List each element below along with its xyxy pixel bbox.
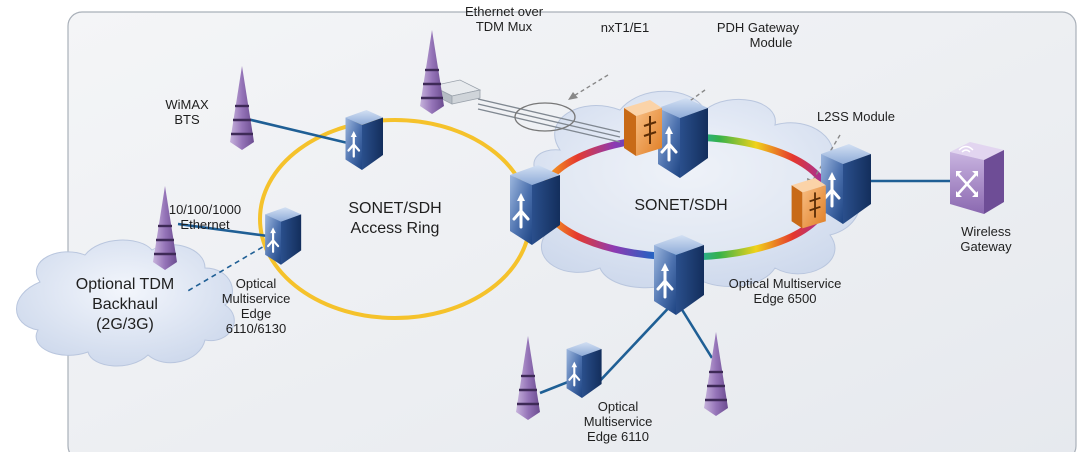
label-line: Gateway	[960, 239, 1012, 254]
label-line: Wireless	[961, 224, 1011, 239]
ethernet-label: 10/100/1000 Ethernet	[169, 202, 241, 232]
label-line: Optical	[235, 276, 277, 291]
label-line: BTS	[174, 112, 200, 127]
mux-cables	[477, 98, 621, 143]
label-line: Optional TDM	[75, 276, 175, 293]
label-line: Multiservice	[583, 414, 653, 429]
pdh-gateway-module-label: PDH Gateway Module	[717, 20, 799, 50]
label-line: Multiservice	[221, 291, 291, 306]
label-line: Module	[749, 35, 793, 50]
label-line: Edge 6500	[753, 291, 817, 306]
label-line: SONET/SDH	[348, 200, 442, 217]
label-line: Access Ring	[350, 220, 440, 237]
label-line: Edge 6110	[587, 429, 649, 444]
label-line: TDM Mux	[475, 19, 533, 34]
label-line: Optical	[597, 399, 639, 414]
ethernet-over-tdm-mux-label: Ethernet over TDM Mux	[465, 4, 543, 34]
l2ss-module-label: L2SS Module	[816, 109, 896, 124]
label-line: 6110/6130	[225, 321, 287, 336]
label-line: Ethernet	[180, 217, 230, 232]
wireless-router-icon	[950, 142, 1004, 214]
ome-6110-6130-label: Optical Multiservice Edge 6110/6130	[222, 276, 291, 336]
label-line: 10/100/1000	[168, 202, 242, 217]
label-line: WiMAX	[165, 97, 209, 112]
access-ring-label: SONET/SDH Access Ring	[348, 199, 441, 239]
label-line: Edge	[240, 306, 272, 321]
wireless-gateway-label: Wireless Gateway	[960, 224, 1011, 254]
wimax-bts-label: WiMAX BTS	[165, 97, 208, 127]
tdm-backhaul-label: Optional TDM Backhaul (2G/3G)	[76, 275, 174, 335]
label-line: (2G/3G)	[96, 316, 154, 333]
ome-6110-label: Optical Multiservice Edge 6110	[584, 399, 653, 444]
tdm-backhaul-cloud-icon	[16, 239, 235, 367]
label-line: Backhaul	[92, 296, 158, 313]
label-line: Optical Multiservice	[728, 276, 842, 291]
label-line: PDH Gateway	[716, 20, 800, 35]
label-line: Ethernet over	[464, 4, 544, 19]
pdh-gateway-module-icon	[623, 99, 663, 157]
core-ring-label: SONET/SDH	[634, 197, 728, 214]
l2ss-module-icon	[790, 177, 827, 230]
nxt1-e1-label: nxT1/E1	[600, 20, 650, 35]
ome-6500-label: Optical Multiservice Edge 6500	[729, 276, 842, 306]
